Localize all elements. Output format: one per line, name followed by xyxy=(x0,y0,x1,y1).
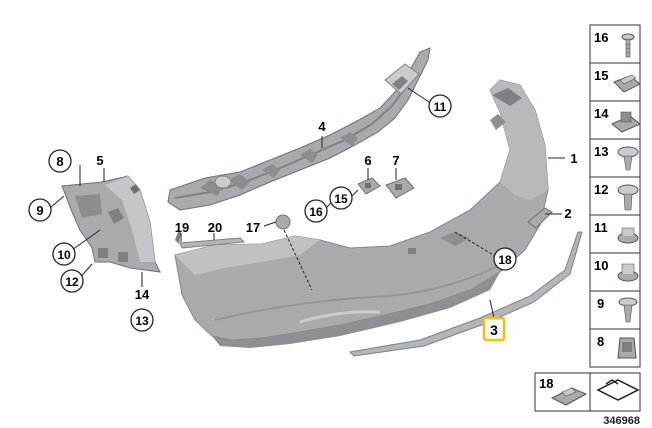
expanding-rivet-icon xyxy=(617,146,639,171)
bracket-part-2 xyxy=(527,207,553,229)
trim-strip-part-3 xyxy=(348,231,583,357)
svg-text:16: 16 xyxy=(309,205,323,219)
strip-part-20 xyxy=(179,237,246,249)
svg-text:9: 9 xyxy=(36,203,43,218)
callout-15: 15 xyxy=(329,186,353,210)
callout-2: 2 xyxy=(564,206,571,221)
callout-17: 17 xyxy=(246,220,260,235)
callout-8: 8 xyxy=(48,149,72,173)
svg-text:18: 18 xyxy=(498,253,512,267)
highlight-box xyxy=(482,316,506,342)
bracket-clip-icon xyxy=(550,387,588,406)
callout-5: 5 xyxy=(96,153,103,168)
bumper-trim-panel-part-1 xyxy=(174,79,549,348)
clip-nut-icon xyxy=(613,74,641,93)
panel-label-14: 14 xyxy=(594,106,609,121)
callout-11: 11 xyxy=(428,94,452,118)
plug-rivet-icon xyxy=(618,297,638,323)
page-reference-icon xyxy=(596,379,640,401)
parts-panel: 16 15 14 13 12 11 xyxy=(589,24,641,368)
callout-12: 12 xyxy=(60,269,84,293)
callout-16: 16 xyxy=(304,199,328,223)
strip-part-19 xyxy=(175,232,181,244)
rivet-nut-icon xyxy=(617,227,639,244)
clip-part-7 xyxy=(385,177,415,199)
callout-13: 13 xyxy=(130,308,154,332)
panel-label-11: 11 xyxy=(594,220,608,235)
panel-label-18: 18 xyxy=(539,376,553,391)
callout-20: 20 xyxy=(208,220,222,235)
callout-18: 18 xyxy=(493,247,517,271)
callout-14: 14 xyxy=(135,287,150,302)
clip-part-6 xyxy=(357,177,381,195)
panel-label-12: 12 xyxy=(594,182,608,197)
callout-3: 3 xyxy=(490,322,498,338)
svg-text:10: 10 xyxy=(57,248,71,262)
panel-label-10: 10 xyxy=(594,258,608,273)
clip-icon xyxy=(617,337,637,359)
svg-text:15: 15 xyxy=(334,192,348,206)
svg-text:13: 13 xyxy=(135,314,149,328)
callout-1: 1 xyxy=(570,151,577,166)
clip-nut-icon xyxy=(611,111,641,133)
callout-4: 4 xyxy=(318,119,326,134)
panel-label-15: 15 xyxy=(594,68,608,83)
callouts: 1 2 4 5 6 7 14 17 19 20 3 8 9 10 12 xyxy=(28,94,578,342)
clip-part-17 xyxy=(275,214,291,230)
expanding-rivet-icon xyxy=(617,184,639,211)
callout-10: 10 xyxy=(52,242,76,266)
panel-label-9: 9 xyxy=(597,296,604,311)
svg-text:8: 8 xyxy=(56,154,63,169)
panel-label-16: 16 xyxy=(594,30,608,45)
panel-label-13: 13 xyxy=(594,144,608,159)
panel-label-8: 8 xyxy=(597,334,604,349)
callout-19: 19 xyxy=(175,220,189,235)
callout-9: 9 xyxy=(28,198,52,222)
rivet-nut-icon xyxy=(617,263,639,282)
side-bracket-part-5 xyxy=(61,175,161,273)
callout-6: 6 xyxy=(364,153,371,168)
callout-7: 7 xyxy=(392,153,399,168)
carrier-bracket-part-4 xyxy=(167,47,431,211)
screw-icon xyxy=(621,33,635,58)
leader-lines xyxy=(49,87,565,319)
bottom-panel: 18 xyxy=(534,372,641,412)
svg-text:12: 12 xyxy=(65,275,79,289)
svg-text:11: 11 xyxy=(434,100,447,114)
image-number: 346968 xyxy=(603,415,640,427)
